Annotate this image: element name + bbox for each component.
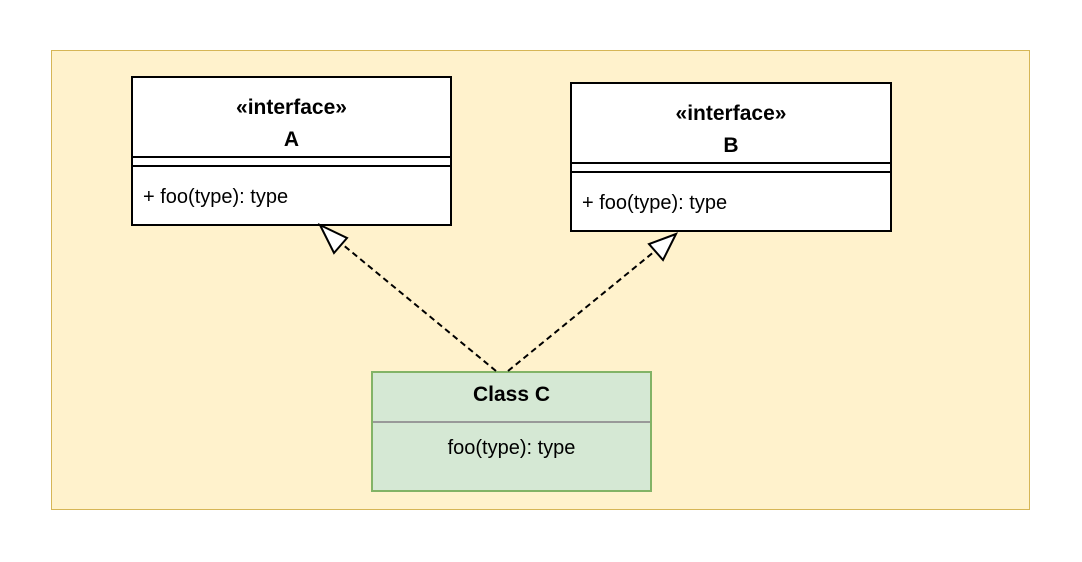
class-c-divider [373,421,650,423]
interface-b-stereotype: «interface» [675,102,787,125]
interface-b-operation: + foo(type): type [582,192,728,214]
interface-a-box[interactable]: «interface» A + foo(type): type [131,76,452,226]
interface-a-name: A [283,128,300,151]
interface-a-operation: + foo(type): type [143,186,289,208]
class-c-name: Class C [472,383,551,406]
class-c-box[interactable]: Class C foo(type): type [371,371,652,492]
interface-b-divider-bottom [572,171,890,173]
class-c-operation: foo(type): type [447,437,576,459]
interface-b-divider-top [572,162,890,164]
interface-a-divider-bottom [133,165,450,167]
interface-a-stereotype: «interface» [236,96,347,119]
interface-b-name: B [723,134,739,157]
interface-a-header: «interface» A [133,78,450,156]
interface-a-divider-top [133,156,450,158]
interface-b-header: «interface» B [572,84,890,162]
interface-b-box[interactable]: «interface» B + foo(type): type [570,82,892,232]
